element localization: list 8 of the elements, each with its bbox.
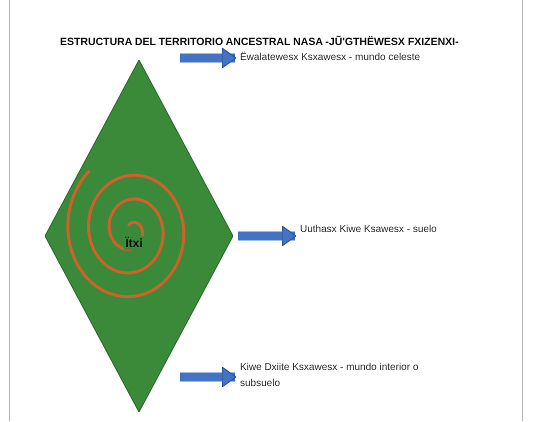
center-label: Ïtxi [123, 236, 145, 250]
block-arrow [180, 366, 236, 388]
diagram-title: ESTRUCTURA DEL TERRITORIO ANCESTRAL NASA -JŨ'GTHËWESX FXIZENXI- [60, 36, 460, 48]
block-arrow [180, 48, 236, 68]
level-label: Kiwe Dxiite Ksxawesx - mundo interior o subsuelo [240, 360, 440, 392]
level-label: Ëwalatewesx Ksxawesx - mundo celeste [240, 50, 500, 66]
level-label: Uuthasx Kiwe Ksawesx - suelo [300, 222, 520, 238]
block-arrow [238, 226, 296, 246]
